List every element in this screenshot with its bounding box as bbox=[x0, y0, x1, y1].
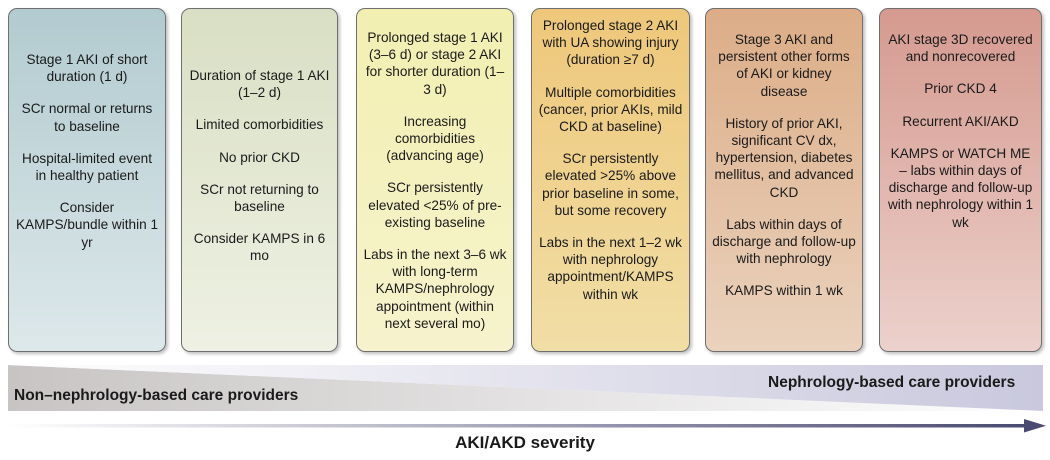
stage-box-2: Duration of stage 1 AKI (1–2 d) Limited … bbox=[181, 8, 338, 352]
stage-6-line-2: Prior CKD 4 bbox=[924, 81, 997, 97]
stage-2-line-2: Limited comorbidities bbox=[195, 117, 324, 133]
stage-3-line-4: Labs in the next 3–6 wk with long-term K… bbox=[363, 247, 507, 331]
stage-1-line-1: Stage 1 AKI of short duration (1 d) bbox=[26, 52, 148, 85]
stage-2-line-4: SCr not returning to baseline bbox=[200, 181, 319, 215]
stage-box-6: AKI stage 3D recovered and nonrecovered … bbox=[879, 8, 1042, 352]
non-nephrology-care-label: Non–nephrology-based care providers bbox=[14, 387, 299, 404]
stage-3-line-1: Prolonged stage 1 AKI (3–6 d) or stage 2… bbox=[365, 30, 505, 97]
stage-box-4: Prolonged stage 2 AKI with UA showing in… bbox=[531, 8, 690, 352]
stage-3-line-3: SCr persistently elevated <25% of pre-ex… bbox=[368, 180, 502, 230]
stage-2-line-3: No prior CKD bbox=[219, 149, 300, 165]
stage-box-3: Prolonged stage 1 AKI (3–6 d) or stage 2… bbox=[356, 8, 514, 352]
stage-5-line-4: KAMPS within 1 wk bbox=[725, 283, 843, 299]
stage-1-line-3: Hospital-limited event in healthy patien… bbox=[22, 150, 152, 184]
stage-box-5: Stage 3 AKI and persistent other forms o… bbox=[705, 8, 863, 352]
care-provider-band bbox=[8, 365, 1043, 411]
severity-arrow-head bbox=[1024, 419, 1046, 433]
nephrology-care-label: Nephrology-based care providers bbox=[768, 374, 1016, 391]
stage-2-line-5: Consider KAMPS in 6 mo bbox=[193, 231, 326, 264]
stage-4-line-4: Labs in the next 1–2 wk with nephrology … bbox=[539, 235, 682, 302]
stage-2-line-1: Duration of stage 1 AKI (1–2 d) bbox=[189, 68, 330, 101]
stage-5-line-3: Labs within days of discharge and follow… bbox=[712, 216, 856, 267]
severity-arrow bbox=[8, 419, 1046, 433]
stage-4-line-3: SCr persistently elevated >25% above pri… bbox=[542, 151, 679, 218]
stage-5-line-1: Stage 3 AKI and persistent other forms o… bbox=[718, 32, 850, 99]
nephrology-wedge bbox=[8, 365, 1043, 411]
stage-3-line-2: Increasing comorbidities (advancing age) bbox=[386, 113, 484, 164]
stage-1-line-2: SCr normal or returns to baseline bbox=[21, 101, 153, 134]
stage-6-line-4: KAMPS or WATCH ME – labs within days of … bbox=[887, 145, 1034, 230]
stage-1-line-4: Consider KAMPS/bundle within 1 yr bbox=[15, 200, 159, 250]
stage-4-line-2: Multiple comorbidities (cancer, prior AK… bbox=[538, 84, 683, 135]
severity-arrow-shaft bbox=[8, 424, 1026, 428]
severity-axis-label: AKI/AKD severity bbox=[455, 433, 595, 452]
stage-6-line-3: Recurrent AKI/AKD bbox=[902, 113, 1019, 129]
stage-6-line-1: AKI stage 3D recovered and nonrecovered bbox=[888, 32, 1033, 65]
stage-box-1: Stage 1 AKI of short duration (1 d) SCr … bbox=[8, 8, 166, 352]
stage-4-line-1: Prolonged stage 2 AKI with UA showing in… bbox=[542, 18, 679, 68]
stage-5-line-2: History of prior AKI, significant CV dx,… bbox=[714, 115, 854, 200]
